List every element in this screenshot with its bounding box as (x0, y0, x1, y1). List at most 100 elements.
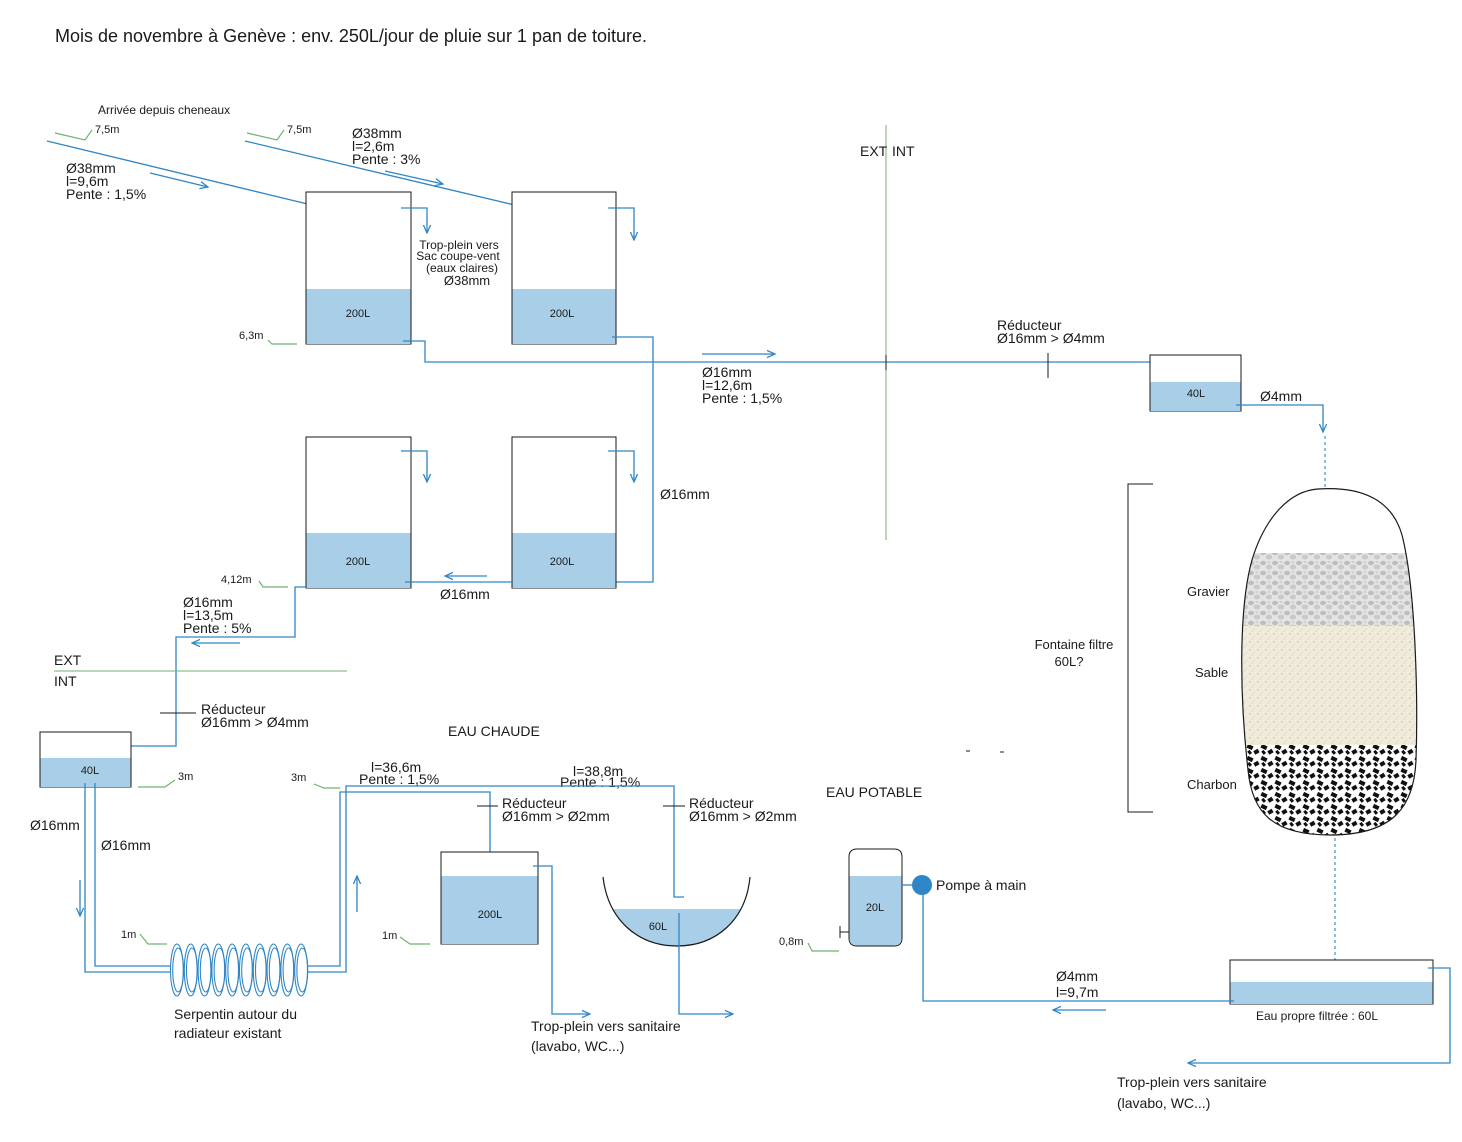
potable-feed-pipe (922, 885, 1234, 1002)
main-pipe (403, 340, 1150, 363)
coil-loop (268, 947, 281, 993)
eau-potable-label: EAU POTABLE (826, 784, 922, 800)
basin-water (613, 909, 741, 946)
d4-top-label: Ø4mm (1260, 388, 1302, 404)
fontaine-label-1: Fontaine filtre (1035, 637, 1114, 652)
tank-d-overflow (608, 450, 634, 482)
down-slope: Pente : 5% (183, 620, 252, 636)
coil-loop (282, 947, 295, 993)
level-label-3-a: 3m (178, 771, 193, 783)
coil-loop (241, 947, 254, 993)
tank-40-left-label: 40L (81, 765, 99, 777)
hot-tank-water (441, 876, 538, 944)
pipe1-slope: Pente : 1,5% (66, 186, 146, 202)
level-mark-1-b (399, 936, 430, 945)
d16-b-label: Ø16mm (101, 837, 151, 853)
tank-c-overflow (401, 450, 427, 482)
descending-pipe (126, 586, 306, 747)
serpentin-coil (169, 943, 309, 997)
inflow-pipe-1 (46, 140, 321, 208)
level-label-63: 6,3m (239, 330, 263, 342)
pipe2-length: l=2,6m (352, 138, 394, 154)
flow-arrow-2 (384, 170, 443, 184)
gravel-layer (1241, 553, 1417, 628)
pipe1-length: l=9,6m (66, 173, 108, 189)
potable-tank-label: 20L (866, 902, 884, 914)
reducer-left-label: Réducteur (201, 701, 266, 717)
level-label-75-a: 7,5m (95, 124, 119, 136)
tank-40-top-label: 40L (1187, 388, 1205, 400)
gravel-label: Gravier (1187, 584, 1230, 599)
level-mark-63 (267, 339, 297, 345)
tank-c-label: 200L (346, 556, 370, 568)
hot1-length: l=36,6m (371, 759, 421, 775)
right-pipe-diameter: Ø16mm (660, 486, 710, 502)
flow-arrow-1 (149, 172, 208, 187)
charcoal-layer (1241, 745, 1417, 835)
trop-sanitaire-2: (lavabo, WC...) (531, 1038, 624, 1054)
hot2-length: l=38,8m (573, 763, 623, 779)
int-left-label: INT (54, 673, 77, 689)
level-label-08: 0,8m (779, 936, 803, 948)
tank-40-left-water (40, 758, 131, 787)
level-mark-1-a (139, 933, 167, 945)
tank-d-label: 200L (550, 556, 574, 568)
basin (602, 876, 751, 947)
tank-b-down-pipe (612, 336, 654, 583)
trop-plein-line-3: (eaux claires) (426, 261, 498, 275)
basin-drain (678, 913, 733, 1014)
clean-overflow-pipe (1188, 967, 1451, 1063)
basin-label: 60L (649, 921, 667, 933)
tank-a-label: 200L (346, 308, 370, 320)
potable-water (849, 876, 902, 946)
pipe1-diameter: Ø38mm (66, 160, 116, 176)
hot1-slope: Pente : 1,5% (359, 771, 439, 787)
down-length: l=13,5m (183, 607, 233, 623)
d16-a-label: Ø16mm (30, 817, 80, 833)
mid-pipe-diameter: Ø16mm (440, 586, 490, 602)
tank-c-water (306, 533, 411, 588)
tank-40-top-water (1150, 382, 1241, 411)
reducer-b-value: Ø16mm > Ø2mm (689, 808, 797, 824)
coil-loop (185, 947, 198, 993)
hot-pipe-to-basin (485, 785, 684, 898)
trop-plein-line-1: Trop-plein vers (419, 238, 499, 252)
level-label-1-b: 1m (382, 930, 397, 942)
tank-a-overflow (401, 207, 427, 233)
coil-loop (172, 947, 185, 993)
coil-loop (227, 947, 240, 993)
level-mark-75-b (246, 129, 285, 141)
arrivee-label: Arrivée depuis cheneaux (98, 103, 230, 117)
coil-loop (296, 947, 309, 993)
reducer-a-label: Réducteur (502, 795, 567, 811)
trop-plein-line-4: Ø38mm (444, 273, 490, 288)
serpentin-outlet-outer (308, 785, 485, 973)
level-mark-75-a (54, 129, 93, 141)
hot2-slope: Pente : 1,5% (560, 774, 640, 790)
coil-loop (199, 947, 212, 993)
hot-tank-label: 200L (478, 909, 502, 921)
pump-label: Pompe à main (936, 877, 1026, 893)
down-diameter: Ø16mm (183, 594, 233, 610)
sand-layer (1241, 626, 1417, 747)
hot-tank-overflow (533, 865, 590, 1014)
serpentin-inlet-outer (84, 783, 170, 973)
serpentin-label-1: Serpentin autour du (174, 1006, 297, 1022)
reducer-a-value: Ø16mm > Ø2mm (502, 808, 610, 824)
ext-top-label: EXT (860, 143, 888, 159)
trop-sanitaire-1: Trop-plein vers sanitaire (531, 1018, 681, 1034)
reducer-top-label: Réducteur (997, 317, 1062, 333)
int-top-label: INT (892, 143, 915, 159)
pipe2-slope: Pente : 3% (352, 151, 421, 167)
coil-loop (213, 947, 226, 993)
reducer-left-value: Ø16mm > Ø4mm (201, 714, 309, 730)
level-mark-08 (807, 942, 839, 952)
l-low-label: l=9,7m (1056, 984, 1098, 1000)
main-diameter: Ø16mm (702, 364, 752, 380)
main-length: l=12,6m (702, 377, 752, 393)
clean-water-level (1230, 982, 1433, 1004)
serpentin-inlet-inner (94, 783, 170, 967)
coil-loop (254, 947, 267, 993)
hand-pump-icon (912, 875, 932, 895)
